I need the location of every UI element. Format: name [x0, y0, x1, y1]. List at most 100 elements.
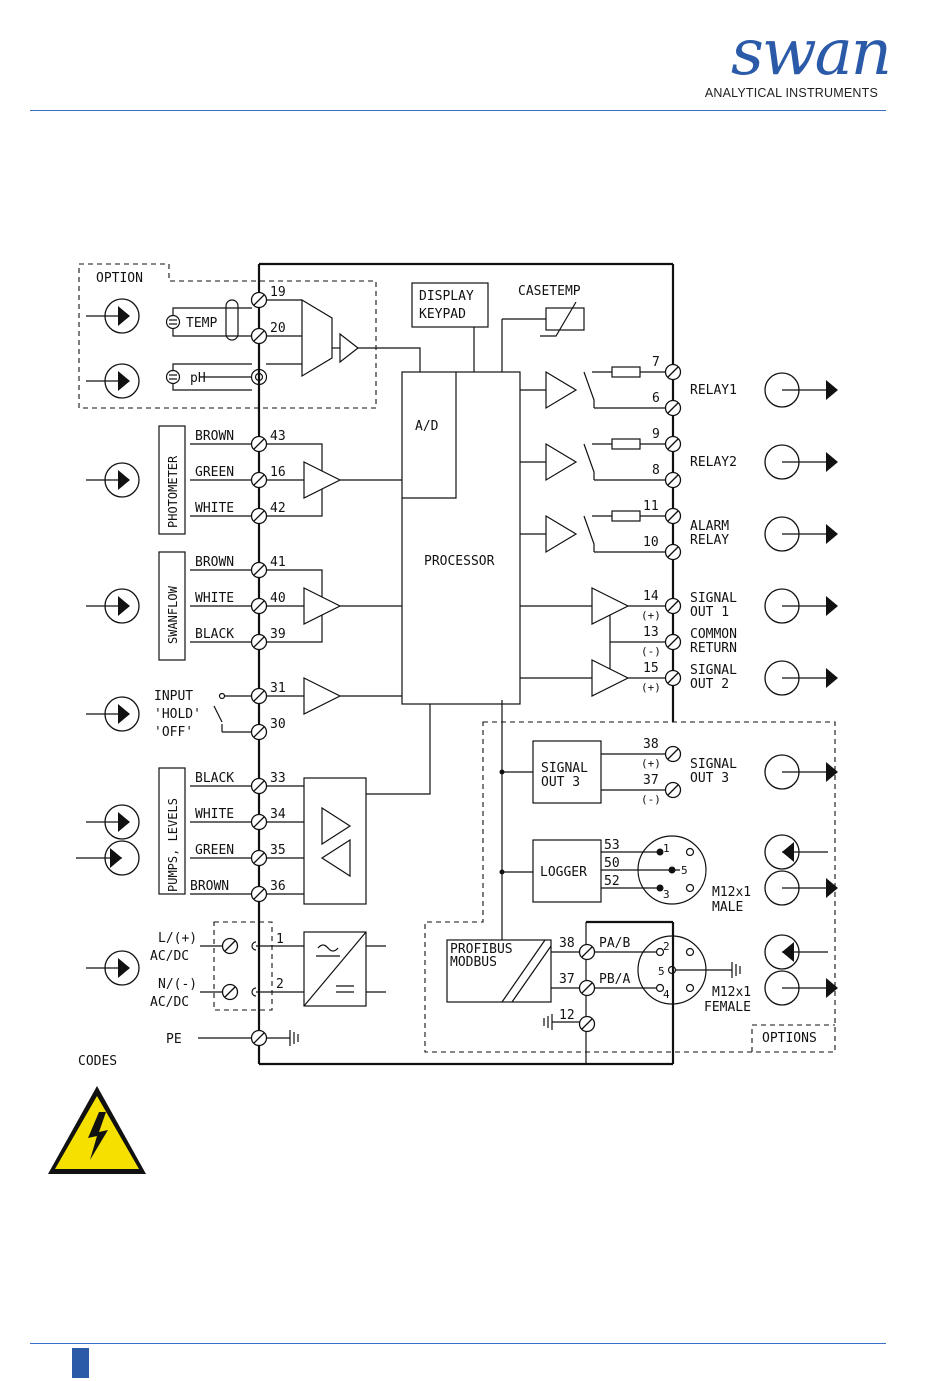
- terminal-41: [250, 561, 268, 579]
- terminal-number-35: 35: [270, 843, 286, 858]
- terminal-r-number-38: 38: [643, 737, 659, 752]
- signal-out3-box-label2: OUT 3: [541, 775, 580, 790]
- polarity-14: (+): [641, 609, 661, 622]
- terminal-35: [250, 849, 268, 867]
- male-pin-1: 1: [663, 842, 670, 855]
- swanflow-label: SWANFLOW: [166, 585, 180, 644]
- processor-label: PROCESSOR: [424, 554, 495, 569]
- female-pin-4: 4: [663, 988, 670, 1001]
- bus-terminal-number-12: 12: [559, 1008, 575, 1023]
- wire-label-36: BROWN: [190, 879, 229, 894]
- bus-terminal-label-0: PA/B: [599, 936, 630, 951]
- output-symbol-5: [764, 660, 839, 696]
- terminal-r-7: [664, 363, 682, 381]
- l-label: L/(+): [158, 931, 197, 946]
- n-label: N/(-): [158, 977, 197, 992]
- terminal-r-9: [664, 435, 682, 453]
- photometer-group: PHOTOMETER: [85, 425, 402, 535]
- terminal-19: [250, 291, 268, 309]
- terminal-r-38: [664, 745, 682, 763]
- terminal-r-10: [664, 543, 682, 561]
- wire-color-labels: BROWNGREENWHITEBROWNWHITEBLACKBLACKWHITE…: [190, 429, 252, 895]
- polarity-13: (-): [641, 645, 661, 658]
- terminal-r-number-6: 6: [652, 391, 660, 406]
- terminal-r-14: [664, 597, 682, 615]
- terminal-number-19: 19: [270, 285, 286, 300]
- photometer-label: PHOTOMETER: [166, 455, 180, 528]
- bus-terminal-label-1: PB/A: [599, 972, 630, 987]
- m12-male-label1: M12x1: [712, 885, 751, 900]
- wire-label-16: GREEN: [195, 465, 234, 480]
- output-label-3-b: OUT 1: [690, 605, 729, 620]
- m12-female-connector: 2 5 4 M12x1 FEMALE: [543, 934, 839, 1030]
- footer-rule: [30, 1343, 886, 1344]
- male-pin-5: 5: [681, 864, 688, 877]
- n-acdc-label: AC/DC: [150, 995, 189, 1010]
- power-term-1: 1: [276, 932, 284, 947]
- terminal-number-33: 33: [270, 771, 286, 786]
- input-hold-group: INPUT 'HOLD' 'OFF': [85, 677, 402, 740]
- wire-label-33: BLACK: [195, 771, 234, 786]
- logo-wordmark: swan: [731, 16, 892, 90]
- wire-label-42: WHITE: [195, 501, 234, 516]
- terminal-r-number-14: 14: [643, 589, 659, 604]
- logger-term-53: 53: [604, 838, 620, 853]
- logger-term-52: 52: [604, 874, 620, 889]
- keypad-label: KEYPAD: [419, 307, 466, 322]
- codes-label: CODES: [78, 1054, 117, 1069]
- female-pin-5: 5: [658, 965, 665, 978]
- male-pin-3: 3: [663, 888, 670, 901]
- power-supply: L/(+) AC/DC N/(-) AC/DC 1 2 PE: [85, 921, 386, 1047]
- bus-terminal-38: [578, 943, 596, 961]
- terminal-r-number-15: 15: [643, 661, 659, 676]
- terminal-r-13: [664, 633, 682, 651]
- terminal-31: [250, 687, 268, 705]
- output-symbol-3: [764, 588, 839, 624]
- wire-label-41: BROWN: [195, 555, 234, 570]
- terminal-36: [250, 885, 268, 903]
- logo-subtitle: ANALYTICAL INSTRUMENTS: [704, 86, 878, 100]
- terminal-number-43: 43: [270, 429, 286, 444]
- terminal-r-6: [664, 399, 682, 417]
- output-label-1: RELAY2: [690, 455, 737, 470]
- terminal-39: [250, 633, 268, 651]
- terminal-16: [250, 471, 268, 489]
- output-label-3-a: SIGNAL: [690, 591, 737, 606]
- m12-male-label2: MALE: [712, 900, 743, 915]
- display-keypad-block: DISPLAY KEYPAD: [411, 282, 489, 372]
- l-acdc-label: AC/DC: [150, 949, 189, 964]
- terminal-number-41: 41: [270, 555, 286, 570]
- pe-label: PE: [166, 1032, 182, 1047]
- output-label-6-b: OUT 3: [690, 771, 729, 786]
- m12-male-connector: 1 5 3 M12x1 MALE: [637, 834, 839, 915]
- option-label: OPTION: [96, 271, 143, 286]
- terminal-43: [250, 435, 268, 453]
- output-label-5-a: SIGNAL: [690, 663, 737, 678]
- signal-outputs: [520, 587, 666, 697]
- input-label: INPUT: [154, 689, 193, 704]
- signal-out3-box-label1: SIGNAL: [541, 761, 588, 776]
- terminal-number-30: 30: [270, 717, 286, 732]
- terminal-r-number-37: 37: [643, 773, 659, 788]
- pumps-levels-group: PUMPS, LEVELS: [75, 704, 431, 905]
- modbus-label: MODBUS: [450, 955, 497, 970]
- m12-female-label2: FEMALE: [704, 1000, 751, 1015]
- terminal-33: [250, 777, 268, 795]
- options-box: OPTIONS: [424, 721, 836, 1053]
- output-label-2-a: ALARM: [690, 519, 729, 534]
- signal-out3-block: SIGNAL OUT 3: [499, 740, 666, 804]
- terminal-30: [250, 723, 268, 741]
- relay-outputs: [520, 366, 666, 554]
- swanflow-group: SWANFLOW: [85, 551, 402, 661]
- bus-terminal-12: [578, 1015, 596, 1033]
- processor-block: A/D PROCESSOR: [401, 371, 521, 705]
- header-rule: [30, 110, 886, 111]
- temp-label: TEMP: [186, 316, 217, 331]
- polarity-15: (+): [641, 681, 661, 694]
- terminal-34: [250, 813, 268, 831]
- output-label-2-b: RELAY: [690, 533, 729, 548]
